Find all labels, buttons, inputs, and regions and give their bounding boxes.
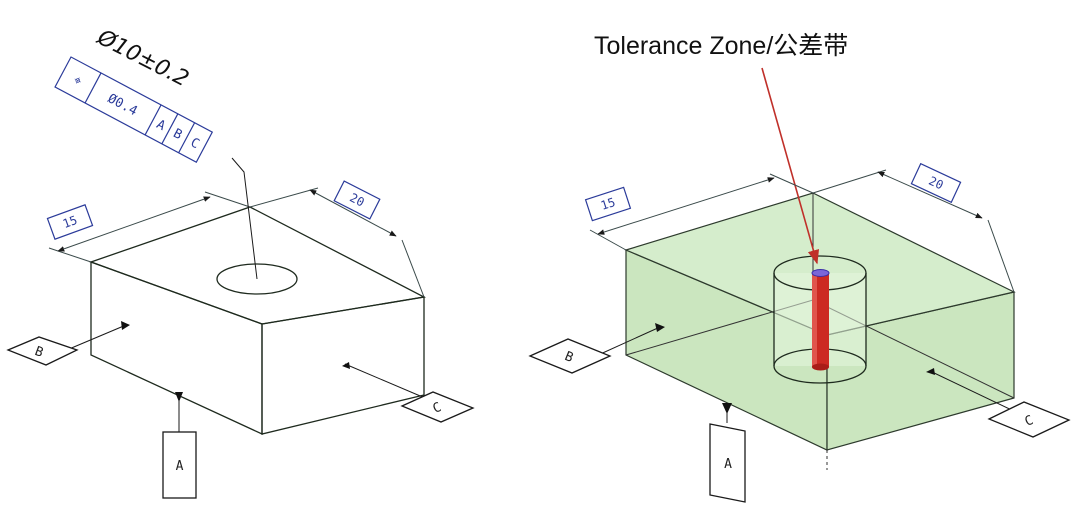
left-dim-15-text: 15 (61, 213, 79, 231)
right-view: Tolerance Zone/公差带 15 20 (528, 32, 1071, 503)
right-dim-20-text: 20 (926, 174, 945, 193)
right-dimension-20: 20 (812, 162, 1015, 293)
left-view: 15 20 Ø10±0.2 ⌖ Ø0.4 A B C (6, 25, 475, 499)
tolerance-zone-title: Tolerance Zone/公差带 (594, 32, 848, 60)
left-dim-20-text: 20 (347, 190, 366, 209)
right-datum-c: C (926, 368, 1071, 438)
right-datum-a: A (709, 403, 746, 503)
right-dimension-15: 15 (584, 173, 814, 251)
left-datum-c: C (342, 362, 475, 423)
feature-control-frame: ⌖ Ø0.4 A B C (54, 56, 214, 163)
right-datum-b: B (528, 323, 665, 374)
left-dimension-20: 20 (249, 180, 425, 298)
left-block-front-face (90, 261, 263, 436)
tolerance-zone-pointer-arrow (761, 67, 820, 265)
left-datum-a: A (162, 392, 197, 499)
left-hole (216, 263, 298, 295)
tolerance-zone-cylinder (811, 269, 830, 371)
right-datum-a-text: A (724, 457, 732, 472)
fcf-leader (231, 157, 258, 280)
left-datum-a-text: A (176, 459, 184, 474)
left-dimension-15: 15 (46, 191, 251, 263)
right-dim-15-text: 15 (599, 195, 617, 213)
left-datum-b: B (6, 321, 130, 366)
